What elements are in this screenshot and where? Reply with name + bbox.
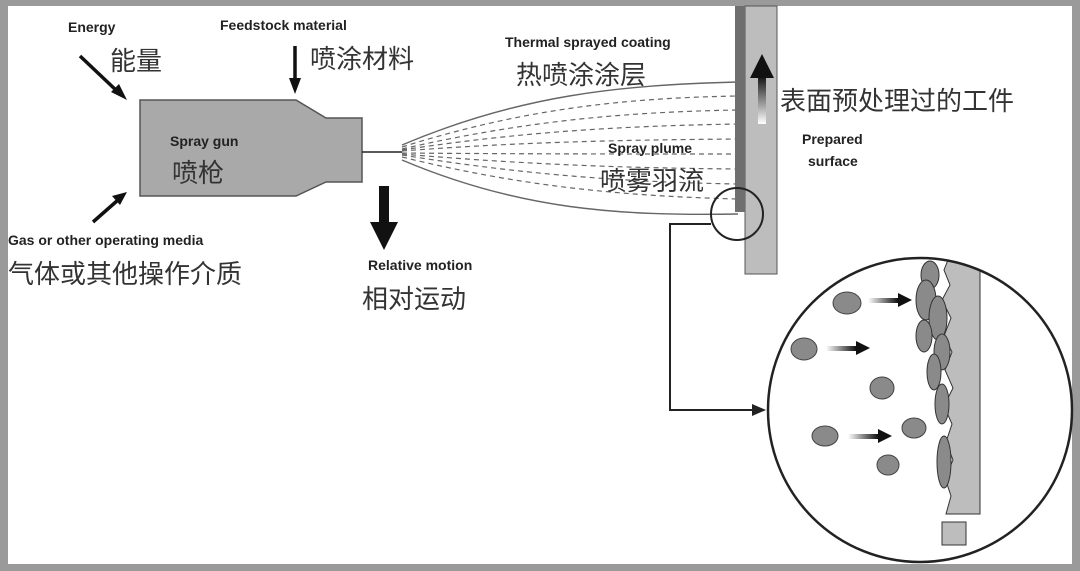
plume-dashed-lines: [401, 95, 739, 200]
zoom-connector: [669, 223, 752, 411]
up-arrow-head: [750, 54, 774, 78]
gas-arrow-head: [112, 192, 127, 205]
workpiece-coating: [735, 6, 745, 212]
coating-label-zh: 热喷涂涂层: [516, 61, 646, 91]
coating-label-en: Thermal sprayed coating: [505, 34, 671, 50]
energy-arrow-head: [111, 84, 127, 100]
zoom-particles: [790, 291, 927, 476]
zoom-connector-arrowhead: [752, 404, 766, 416]
zoom-splats: [915, 260, 952, 489]
spray-gun-body: [139, 99, 363, 197]
motion-arrow-shaft: [379, 186, 389, 222]
zoom-motion-arrows: [826, 293, 912, 443]
gun-label-zh: 喷枪: [172, 159, 224, 189]
feedstock-arrow-head: [289, 78, 301, 94]
plume-label-en: Spray plume: [608, 140, 692, 156]
energy-label-en: Energy: [68, 19, 116, 35]
detail-circle: [710, 187, 764, 241]
surface-label-en-2: surface: [808, 153, 858, 169]
up-arrow-shaft: [758, 76, 766, 124]
surface-label-en-1: Prepared: [802, 131, 863, 147]
feedstock-label-zh: 喷涂材料: [310, 45, 414, 75]
plume-label-zh: 喷雾羽流: [600, 167, 704, 197]
feedstock-label-en: Feedstock material: [220, 17, 347, 33]
energy-label-zh: 能量: [110, 47, 162, 77]
energy-arrow-shaft: [78, 54, 120, 94]
gas-label-en: Gas or other operating media: [8, 232, 203, 248]
workpiece: [744, 5, 778, 275]
gas-arrow-shaft: [91, 198, 120, 224]
gun-label-en: Spray gun: [170, 133, 238, 149]
zoom-step: [941, 521, 967, 546]
workpiece-label-zh: 表面预处理过的工件: [780, 87, 1014, 117]
zoom-view: [766, 256, 1074, 564]
motion-label-en: Relative motion: [368, 257, 472, 273]
motion-arrow-head: [370, 222, 398, 250]
plume-outer-top: [401, 81, 739, 146]
motion-label-zh: 相对运动: [362, 285, 466, 315]
plume-outer-bottom: [401, 159, 739, 216]
gas-label-zh: 气体或其他操作介质: [8, 260, 242, 290]
